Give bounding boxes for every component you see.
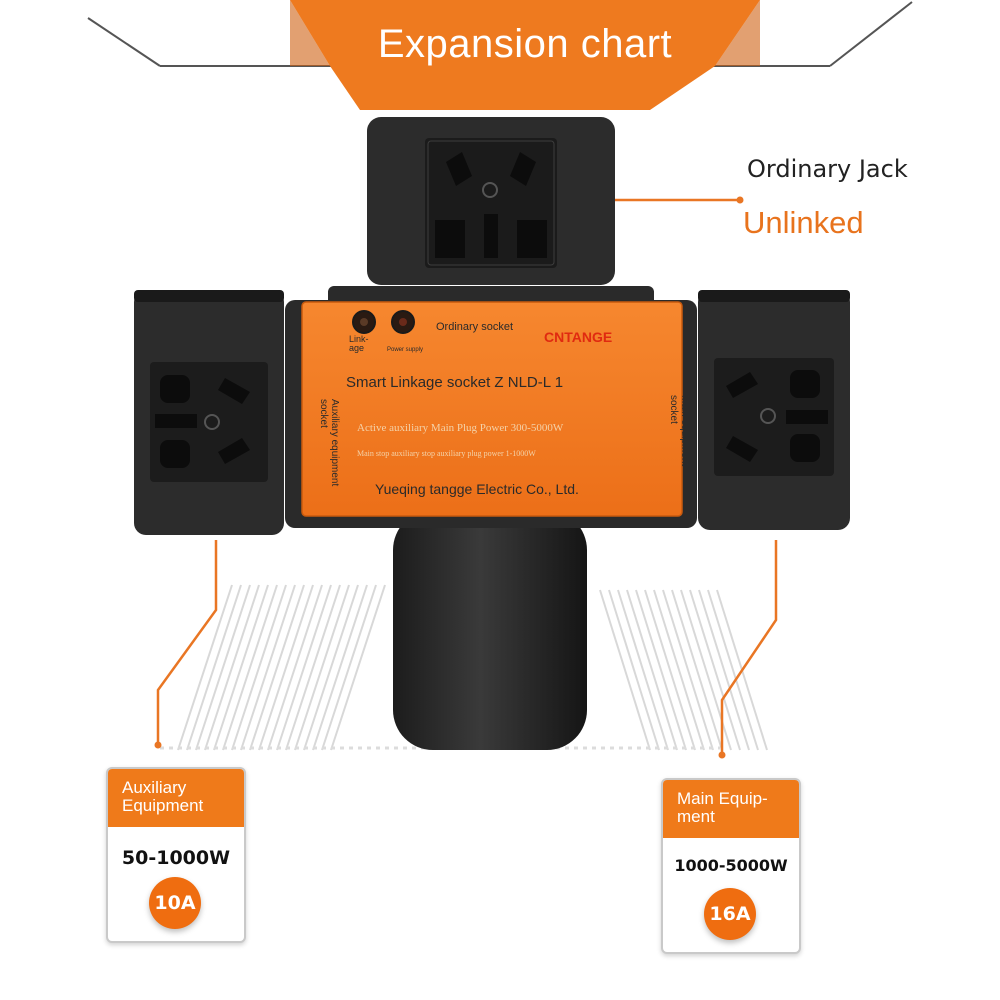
aux-side-label: Auxiliary equipment socket <box>318 399 340 487</box>
banner-title: Expansion chart <box>377 22 673 66</box>
aux-card-heading: Auxiliary Equipment <box>108 769 244 827</box>
main-side-label: Main equipment socket <box>668 395 690 467</box>
right-socket-main <box>698 290 850 530</box>
prong-lines-left <box>177 584 386 751</box>
main-card-power: 1000-5000W <box>674 856 788 875</box>
aux-equipment-card: Auxiliary Equipment 50-1000W 10A <box>106 767 246 943</box>
aux-card-current: 10A <box>149 877 201 929</box>
spec-line-1: Active auxiliary Main Plug Power 300-500… <box>357 422 564 434</box>
prong-lines-right <box>599 589 768 751</box>
label-panel <box>302 302 682 516</box>
brand-name: CNTANGE <box>544 329 613 345</box>
main-card-current: 16A <box>704 888 756 940</box>
main-card-heading: Main Equip- ment <box>663 780 799 838</box>
top-socket-label: Ordinary socket <box>436 321 514 333</box>
plug-body <box>393 510 587 750</box>
callout-title: Ordinary Jack <box>747 155 908 183</box>
power-led-label: Power supply <box>387 347 424 353</box>
manufacturer: Yueqing tangge Electric Co., Ltd. <box>375 481 579 497</box>
callout-status: Unlinked <box>743 205 864 240</box>
main-equipment-card: Main Equip- ment 1000-5000W 16A <box>661 778 801 954</box>
header-banner <box>87 0 913 110</box>
linkage-led-label: Link- age <box>349 334 369 353</box>
left-socket-auxiliary <box>134 290 284 535</box>
leader-lines <box>156 198 778 755</box>
aux-card-power: 50-1000W <box>121 847 231 869</box>
top-socket-ordinary-jack <box>367 117 615 285</box>
spec-line-2: Main stop auxiliary stop auxiliary plug … <box>357 449 536 458</box>
model-name: Smart Linkage socket Z NLD-L 1 <box>346 374 564 391</box>
